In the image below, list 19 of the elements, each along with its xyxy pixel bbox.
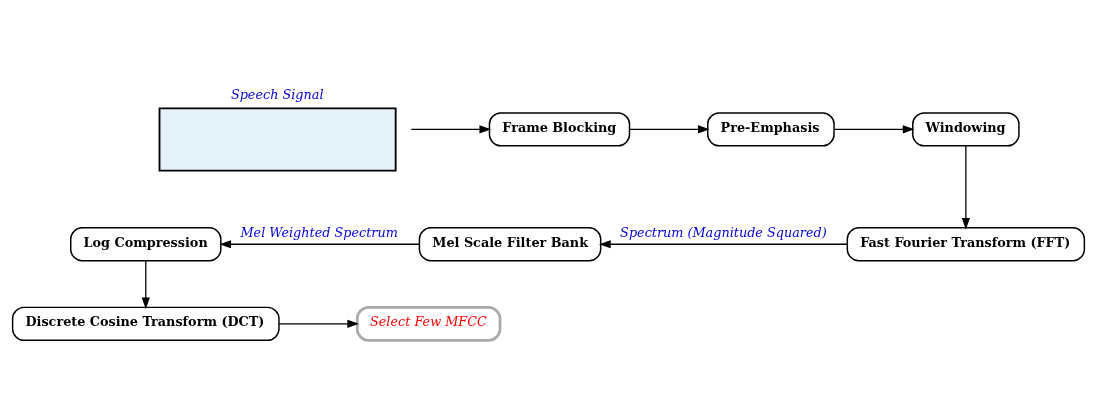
node-box: Select Few MFCC <box>355 306 502 342</box>
node-box: Log Compression <box>70 227 222 262</box>
node-box: Mel Scale Filter Bank <box>418 227 602 262</box>
edge-label: Spectrum (Magnitude Squared) <box>620 225 827 241</box>
arrow <box>141 260 150 310</box>
arrow <box>833 125 915 134</box>
edge-label: Mel Weighted Spectrum <box>240 225 398 241</box>
arrow <box>961 145 970 230</box>
arrow <box>629 125 710 134</box>
arrow <box>219 240 420 249</box>
arrow <box>410 125 492 134</box>
node-box: Windowing <box>912 112 1020 147</box>
node-box: Frame Blocking <box>488 112 631 147</box>
node-label: Speech Signal <box>230 87 324 103</box>
node-box: Fast Fourier Transform (FFT) <box>846 227 1086 262</box>
node-box: Discrete Cosine Transform (DCT) <box>11 306 280 342</box>
arrow <box>599 240 848 249</box>
arrow <box>278 319 360 328</box>
node-box: Pre-Emphasis <box>707 112 835 147</box>
